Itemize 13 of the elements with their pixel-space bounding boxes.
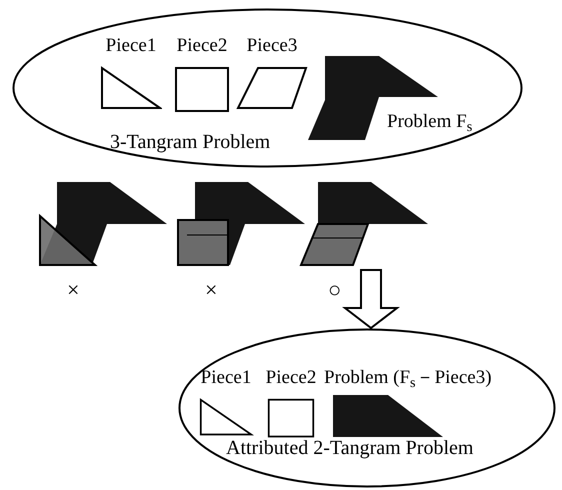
piece-label: Piece2 (176, 34, 228, 58)
piece-label: Piece3 (246, 34, 298, 58)
problem-label: Problem (F$_{s}$－Piece3) (324, 366, 492, 390)
result-mark: ○ (328, 279, 342, 301)
piece-label: Piece1 (200, 366, 252, 390)
ellipse-title: Attributed 2-Tangram Problem (226, 436, 474, 461)
piece-label: Piece2 (266, 366, 316, 390)
problem-label: Problem F$_{s}$ (387, 110, 472, 134)
result-mark: × (67, 279, 80, 301)
hollow-arrow (342, 269, 400, 330)
piece-label: Piece1 (106, 34, 156, 58)
result-mark: × (205, 279, 218, 301)
ellipse-title: 3-Tangram Problem (110, 130, 270, 155)
